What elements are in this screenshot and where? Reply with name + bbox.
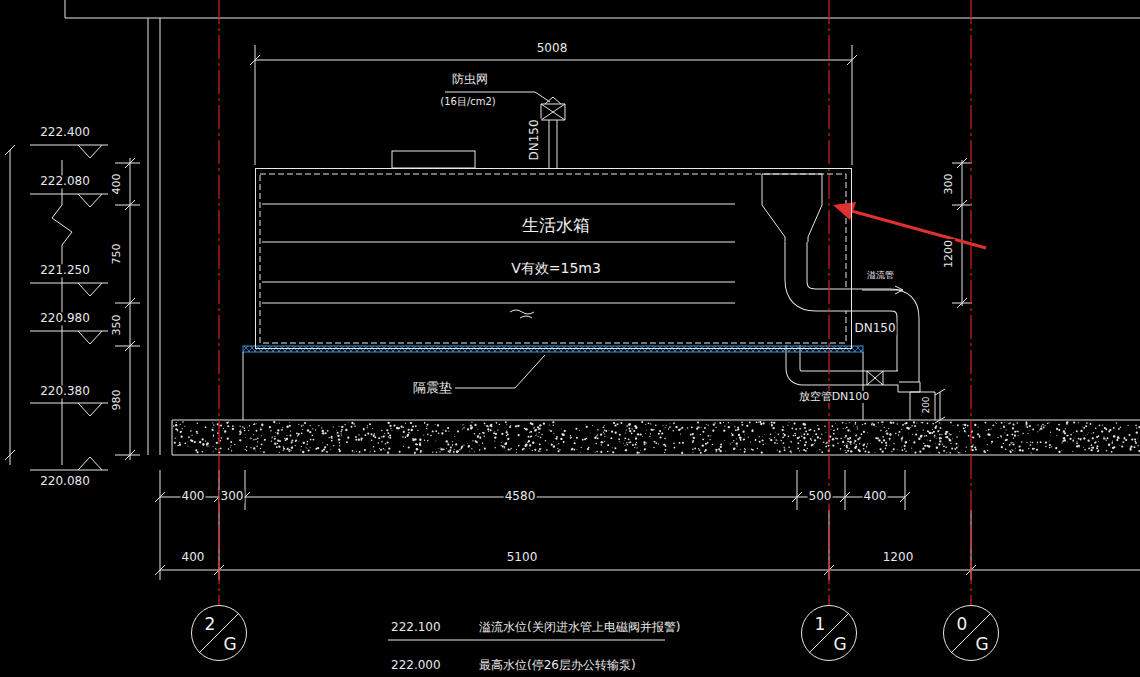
axis-label: G xyxy=(831,635,848,654)
tank-label: V有效=15m3 xyxy=(509,261,603,276)
tank-label: 生活水箱 xyxy=(520,216,592,235)
elevation-text: 220.380 xyxy=(39,385,91,398)
axis-label: 2 xyxy=(203,615,218,634)
note-line xyxy=(388,640,665,641)
note-text: 最高水位(停26层办公转输泵) xyxy=(478,659,637,672)
frame-line xyxy=(65,0,1140,18)
dimension-text: 750 xyxy=(111,243,123,266)
dimension-text: 4580 xyxy=(504,490,537,503)
axis-divider xyxy=(801,605,857,661)
dimension-text: 200 xyxy=(922,395,932,414)
dimension-text: 980 xyxy=(111,389,123,412)
axis-divider xyxy=(191,605,247,661)
dimension-line xyxy=(155,510,1140,580)
elevation-text: 222.400 xyxy=(39,126,91,139)
elevation-text: 222.000 xyxy=(390,659,442,672)
tank-inner-line xyxy=(260,174,846,343)
elevation-text: 220.980 xyxy=(39,312,91,325)
dimension-line xyxy=(935,389,945,423)
elevation-text: 222.080 xyxy=(39,175,91,188)
water-mark xyxy=(510,310,534,318)
dimension-text: 1200 xyxy=(882,551,915,564)
pipe-label: 放空管DN100 xyxy=(798,391,871,403)
floor-drain xyxy=(910,392,935,420)
axis-label: G xyxy=(973,635,990,654)
dimension-line xyxy=(5,145,15,465)
pointer-arrow xyxy=(833,202,986,248)
dimension-text: 400 xyxy=(181,490,206,503)
elevation-mark xyxy=(30,145,108,470)
dimension-line xyxy=(115,158,140,460)
note-text: 隔震垫 xyxy=(412,381,453,395)
axis-divider xyxy=(943,605,999,661)
vibration-pad xyxy=(243,346,863,352)
axis-bubble: 0G xyxy=(943,605,999,661)
dimension-text: 300 xyxy=(220,490,245,503)
dimension-line xyxy=(250,45,857,165)
dimension-text: 5100 xyxy=(506,551,539,564)
note-text: 溢流水位(关闭进水管上电磁阀并报警) xyxy=(478,621,681,634)
vent-pipe xyxy=(541,97,565,168)
overflow-pipe xyxy=(796,242,908,382)
pipe-label: 溢流管 xyxy=(866,271,895,281)
pipe-cap xyxy=(898,382,920,392)
elevation-text: 220.080 xyxy=(39,475,91,488)
axis-bubble: 1G xyxy=(801,605,857,661)
dimension-text: 400 xyxy=(111,173,123,196)
note-text: 防虫网 xyxy=(451,73,489,86)
dimension-text: 5008 xyxy=(536,42,569,55)
dimension-text: 350 xyxy=(111,314,123,337)
valve-symbol xyxy=(867,371,883,385)
dimension-line xyxy=(155,470,910,510)
floor-slab xyxy=(172,420,1140,455)
axis-bubble: 2G xyxy=(191,605,247,661)
dimension-text: 400 xyxy=(863,490,888,503)
pipe-size: DN150 xyxy=(853,322,896,335)
support-line xyxy=(243,352,863,420)
dimension-text: 400 xyxy=(181,551,206,564)
manhole xyxy=(392,151,475,168)
overflow-funnel xyxy=(762,174,822,242)
water-tank: 生活水箱 V有效=15m3 xyxy=(255,168,852,349)
flow-arrow xyxy=(862,286,903,294)
dimension-text: 300 xyxy=(943,173,955,196)
concrete-hatch xyxy=(172,421,1140,454)
dimension-text: 1200 xyxy=(943,239,955,269)
leader-line xyxy=(455,355,545,388)
elevation-text: 222.100 xyxy=(390,621,442,634)
pipe-size: DN150 xyxy=(528,118,541,161)
axis-label: 1 xyxy=(813,615,828,634)
wall-line xyxy=(148,18,160,455)
dimension-text: 500 xyxy=(808,490,833,503)
axis-line xyxy=(219,0,971,605)
note-text: (16目/cm2) xyxy=(439,96,497,107)
axis-label: G xyxy=(221,635,238,654)
axis-label: 0 xyxy=(955,615,970,634)
elevation-text: 221.250 xyxy=(39,264,91,277)
water-level-line xyxy=(262,204,735,303)
